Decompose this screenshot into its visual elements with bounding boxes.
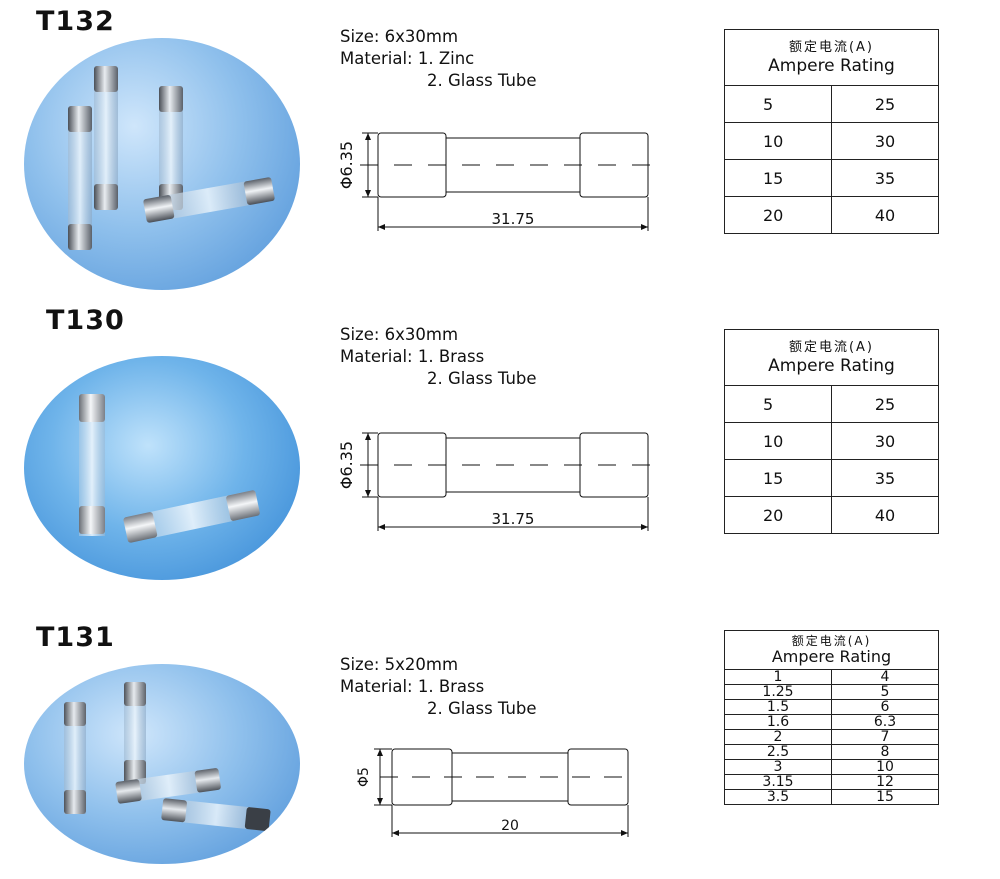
fuse-photo-illustration [68,66,275,250]
rating-header-row: 额定电流(A) Ampere Rating [724,29,939,86]
rating-header: 额定电流(A) Ampere Rating [724,29,939,86]
fuse-photo-illustration [64,682,271,831]
rating-header: 额定电流(A) Ampere Rating [724,329,939,386]
size-text: Size: 5x20mm [340,655,459,674]
fuse-photo-illustration [79,394,260,543]
product-t131: T131 [0,600,1000,879]
material-text-2: 2. Glass Tube [427,71,537,90]
material-text-1: Material: 1. Brass [340,677,485,696]
diameter-label: Φ6.35 [337,441,356,489]
rating-header-row: 额定电流(A) Ampere Rating [724,630,939,670]
product-t130: T130 Size: 6x3 [0,300,1000,590]
rating-header-cn: 额定电流(A) [788,339,875,355]
rating-header-cn: 额定电流(A) [791,634,872,648]
model-title: T131 [36,622,115,653]
product-t132: T132 [0,0,1000,300]
rating-header-cn: 额定电流(A) [788,39,875,55]
rating-header-en: Ampere Rating [768,55,895,76]
rating-header-row: 额定电流(A) Ampere Rating [724,329,939,386]
length-label: 31.75 [492,510,535,528]
rating-header: 额定电流(A) Ampere Rating [724,630,939,670]
length-label: 20 [501,818,519,834]
spec-block: Size: 5x20mm Material: 1. Brass 2. Glass… [340,654,537,720]
spec-block: Size: 6x30mm Material: 1. Brass 2. Glass… [340,324,537,390]
diameter-label: Φ6.35 [337,141,356,189]
model-title: T132 [36,6,115,37]
material-text-1: Material: 1. Zinc [340,49,475,68]
diameter-label: Φ5 [356,767,372,787]
material-text-2: 2. Glass Tube [427,699,537,718]
product-photo [24,356,300,580]
length-label: 31.75 [492,210,535,228]
dimension-drawing: Φ6.35 31.75 [330,425,660,545]
spec-block: Size: 6x30mm Material: 1. Zinc 2. Glass … [340,26,537,92]
model-title: T130 [46,305,125,336]
size-text: Size: 6x30mm [340,27,459,46]
rating-header-en: Ampere Rating [771,647,892,666]
size-text: Size: 6x30mm [340,325,459,344]
material-text-2: 2. Glass Tube [427,369,537,388]
dimension-drawing: Φ5 20 [330,743,660,848]
material-text-1: Material: 1. Brass [340,347,485,366]
rating-header-en: Ampere Rating [768,355,895,376]
product-photo [24,664,300,864]
dimension-drawing: Φ6.35 31.75 [330,125,660,245]
product-photo [24,38,300,290]
